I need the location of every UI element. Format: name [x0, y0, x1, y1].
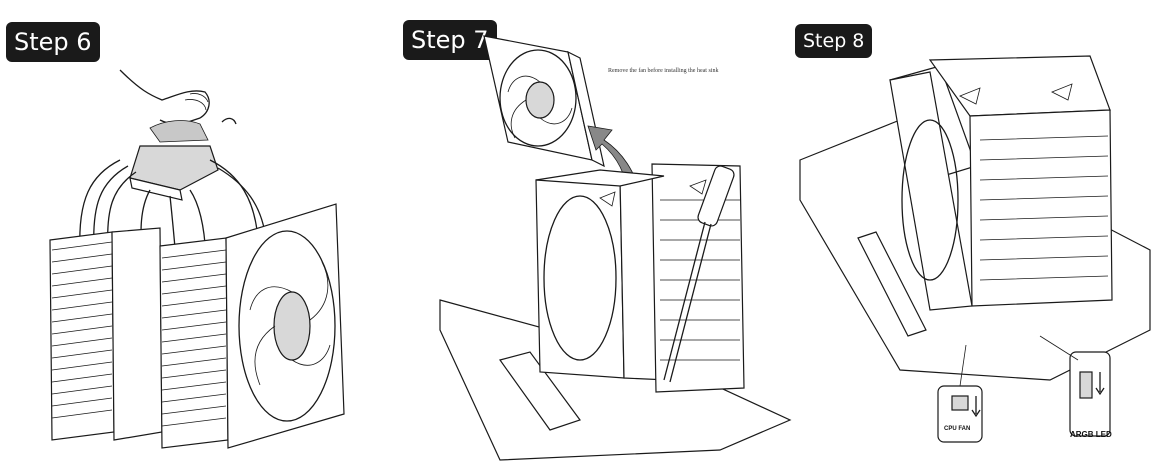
peel-arrow — [221, 117, 237, 125]
screwdriver-handle — [697, 165, 735, 227]
front-fan-ring — [238, 230, 336, 422]
logo-marks-8 — [959, 83, 1073, 105]
cooler7-fin-rear — [651, 163, 745, 393]
step-7-badge: Step 7 — [403, 20, 497, 60]
removed-fan-hub — [525, 81, 555, 119]
argb-led-label: ARGB LED — [1070, 430, 1112, 439]
step7-illustration — [439, 35, 792, 461]
argb-arrow — [1095, 372, 1105, 396]
removed-fan-ring — [499, 49, 577, 147]
ram-slot-8 — [857, 231, 927, 337]
cpu-fan-plug — [951, 395, 969, 411]
step-7-caption: Remove the fan before installing the hea… — [608, 68, 719, 74]
right-fin-stack — [159, 237, 229, 449]
step-6-badge: Step 6 — [6, 22, 100, 62]
cpu-fan-label: CPU FAN — [944, 426, 971, 432]
left-fin-stack — [49, 231, 115, 441]
middle-fan — [111, 227, 163, 441]
step8-illustration — [799, 55, 1151, 443]
cooler8-top — [928, 55, 1111, 117]
front-fan-hub — [273, 291, 311, 361]
logo-marks — [599, 179, 707, 207]
argb-plug — [1079, 371, 1093, 399]
step-8-badge: Step 8 — [795, 24, 873, 58]
cpu-fan-arrow — [971, 396, 981, 418]
ram-slot-7 — [499, 351, 581, 431]
screwdriver-shaft — [663, 221, 706, 381]
step6-cooler-illustration — [49, 69, 345, 449]
cooler7-fin-front — [535, 177, 625, 379]
cold-plate — [129, 145, 219, 191]
cooler7-fan-ring — [543, 195, 617, 361]
protective-film — [149, 120, 209, 143]
hand-outline — [119, 69, 210, 125]
